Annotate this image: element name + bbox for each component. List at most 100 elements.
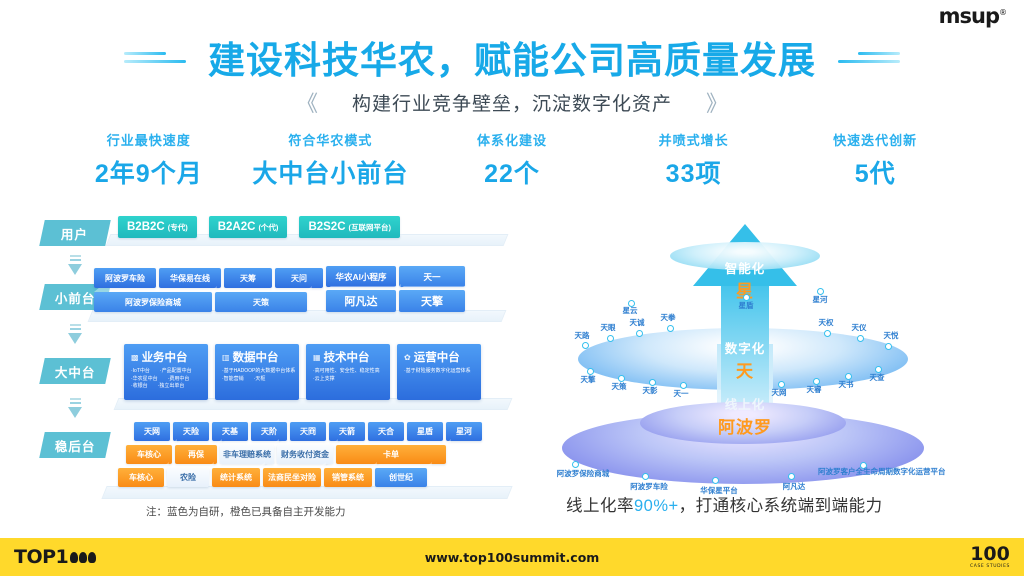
funnel-node: 华保星平台: [700, 486, 738, 495]
funnel-node: 天策: [611, 382, 627, 391]
back-system-box[interactable]: 卡单: [336, 445, 446, 464]
back-platform-row-1: 天网 天险 天基 天阶 天冏 天箭 天合 星盾 星河: [134, 422, 482, 441]
card-bullets: ·高可用性、安全性、稳定性高 ·云上支撑: [313, 368, 384, 383]
back-system-box[interactable]: 统计系统: [212, 468, 260, 487]
funnel-diagram: 智能化 星 数字化 天 线上化 阿波罗 星云 星盾 星河 天路 天眼 天诚 天拳…: [530, 216, 950, 506]
metric-item: 并喷式增长 33项: [603, 130, 785, 190]
funnel-node: 天书: [838, 380, 854, 389]
back-system-box[interactable]: 星河: [446, 422, 482, 441]
back-system-box[interactable]: 农险: [167, 468, 209, 487]
middle-platform-card[interactable]: ✿运营中台 ·基于财险服务数字化运营体系: [397, 344, 481, 400]
back-system-box[interactable]: 星盾: [407, 422, 443, 441]
front-app-box[interactable]: 华农AI小程序: [326, 266, 396, 287]
back-system-box[interactable]: 天网: [134, 422, 170, 441]
metric-caption: 体系化建设: [476, 133, 547, 148]
back-system-box[interactable]: 天冏: [290, 422, 326, 441]
card-heading: ▦技术中台: [313, 349, 384, 365]
channel-box[interactable]: B2B2C(专代): [118, 216, 197, 238]
funnel-node: 星云: [622, 306, 638, 315]
funnel-node: 星盾: [738, 301, 754, 310]
back-system-box[interactable]: 天阶: [251, 422, 287, 441]
front-app-box[interactable]: 阿波罗保险商城: [94, 292, 212, 312]
front-app-box[interactable]: 天策: [215, 292, 307, 312]
front-app-box[interactable]: 天筹: [224, 268, 272, 288]
stage-label: 稳后台: [54, 439, 96, 454]
tier-title: 智能化: [724, 262, 766, 276]
node-dot: [572, 461, 579, 468]
channel-box[interactable]: B2A2C(个代): [208, 216, 288, 238]
funnel-node: 阿波罗保险商城: [556, 469, 610, 478]
node-dot: [788, 473, 795, 480]
back-system-box[interactable]: 天险: [173, 422, 209, 441]
diagram-note: 注：蓝色为自研，橙色已具备自主开发能力: [146, 506, 346, 518]
metric-caption: 快速迭代创新: [833, 133, 918, 148]
back-system-box[interactable]: 车核心: [118, 468, 164, 487]
footer-url[interactable]: www.top100summit.com: [424, 549, 600, 565]
metric-caption: 行业最快速度: [106, 133, 191, 148]
front-app-box[interactable]: 阿波罗车险: [94, 268, 156, 288]
node-dot: [587, 368, 594, 375]
page-title: 建设科技华农，赋能公司高质量发展: [208, 40, 816, 81]
middle-platform-card[interactable]: ▦技术中台 ·高可用性、安全性、稳定性高 ·云上支撑: [306, 344, 390, 400]
bullet: ·基于财险服务数字化运营体系: [404, 368, 471, 374]
bullet: ·费用中台: [167, 375, 190, 382]
chip-icon: ▦: [313, 352, 321, 362]
back-system-box[interactable]: 法商民坐对险: [263, 468, 321, 487]
funnel-node: 天眼: [600, 323, 616, 332]
back-system-box[interactable]: 再保: [175, 445, 217, 464]
card-bullets: ·基于HADOOP的大数据中台体系 ·智能营销 ·天枢: [222, 368, 295, 383]
front-app-box[interactable]: 天问: [275, 268, 323, 288]
case-studies-logo: 100 CASE STUDIES: [970, 545, 1010, 569]
front-left-top-row: 阿波罗车险 华保易在线 天筹 天问: [94, 268, 323, 288]
node-dot: [607, 335, 614, 342]
back-system-box[interactable]: 天合: [368, 422, 404, 441]
tier-label-digital: 数字化 天: [685, 338, 805, 382]
bullet: ·IoT中台: [131, 368, 150, 374]
metric-item: 符合华农模式 大中台小前台: [240, 130, 422, 190]
back-system-box[interactable]: 天箭: [329, 422, 365, 441]
channel-sublabel: (互联网平台): [348, 222, 392, 232]
metric-value: 大中台小前台: [252, 160, 409, 188]
case-studies-label: CASE STUDIES: [970, 563, 1010, 569]
node-dot: [618, 375, 625, 382]
top1-logo-text: TOP1: [14, 546, 69, 568]
back-system-box[interactable]: 销管系统: [324, 468, 372, 487]
back-system-box[interactable]: 非车理赔系统: [220, 445, 274, 464]
card-bullets: ·IoT中台 ·产品配置中台 ·华农星中台 ·费用中台 ·收银台 ·独立出单台: [131, 368, 202, 391]
tier-keyword: 阿波罗: [718, 418, 772, 437]
card-heading: ▩业务中台: [131, 349, 202, 365]
node-dot: [636, 330, 643, 337]
back-system-box[interactable]: 创世纪: [375, 468, 427, 487]
node-dot: [649, 379, 656, 386]
node-dot: [743, 294, 750, 301]
page-subtitle: 构建行业竞争壁垒，沉淀数字化资产: [351, 93, 672, 115]
node-dot: [712, 477, 719, 484]
caption-highlight: 90%+: [634, 497, 679, 515]
msup-logo-text: msup: [938, 4, 1000, 28]
front-app-box[interactable]: 华保易在线: [159, 268, 221, 288]
node-dot: [778, 381, 785, 388]
msup-logo: msup®: [938, 4, 1007, 28]
metric-item: 体系化建设 22个: [421, 130, 603, 190]
back-system-box[interactable]: 天基: [212, 422, 248, 441]
funnel-node: 天影: [642, 386, 658, 395]
architecture-diagram: 用户 小前台 大中台 稳后台 B2B2C(专代) B2A2C(个代) B2S2C…: [34, 216, 534, 518]
tier-keyword: 天: [736, 362, 754, 381]
footer-bar: TOP1 www.top100summit.com 100 CASE STUDI…: [0, 538, 1024, 576]
channel-box[interactable]: B2S2C(互联网平台): [299, 216, 401, 238]
card-title: 数据中台: [232, 352, 279, 364]
funnel-node: 天一: [673, 389, 689, 398]
front-app-box[interactable]: 天一: [399, 266, 465, 287]
title-dash-right: [838, 51, 900, 63]
node-dot: [667, 325, 674, 332]
caption-prefix: 线上化率: [566, 497, 634, 515]
stage-label: 用户: [61, 227, 89, 242]
front-app-box[interactable]: 天擎: [399, 290, 465, 312]
front-app-box[interactable]: 阿凡达: [326, 290, 396, 312]
middle-platform-card[interactable]: ▩业务中台 ·IoT中台 ·产品配置中台 ·华农星中台 ·费用中台 ·收银台 ·…: [124, 344, 208, 400]
guillemet-left-icon: 《: [295, 91, 318, 116]
back-system-box[interactable]: 车核心: [126, 445, 172, 464]
plate-back: [101, 486, 513, 499]
back-system-box[interactable]: 财务收付资金: [277, 445, 333, 464]
middle-platform-card[interactable]: ▥数据中台 ·基于HADOOP的大数据中台体系 ·智能营销 ·天枢: [215, 344, 299, 400]
